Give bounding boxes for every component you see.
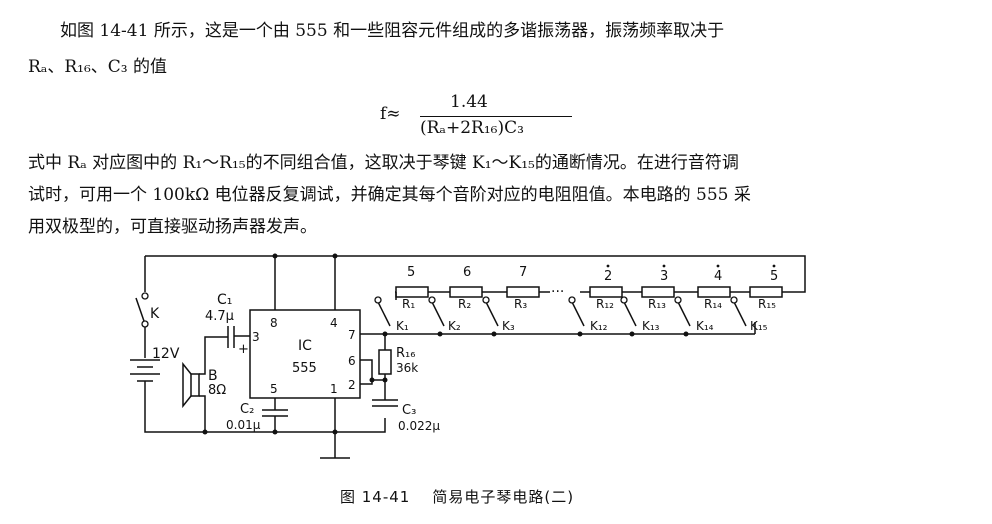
formula-numerator: 1.44: [450, 92, 488, 112]
resistor-labels: R₁ R₂ R₃ R₁₂ R₁₃ R₁₄ R₁₅: [402, 297, 776, 311]
formula-lhs: f≈: [380, 104, 401, 124]
resistor-chain: [395, 286, 783, 298]
pin-4: 4: [330, 316, 338, 330]
note-taps: [395, 292, 397, 300]
resistor-label: R₁₃: [648, 297, 666, 311]
high-note-dot: [716, 264, 720, 268]
resistor-label: R₁₄: [704, 297, 722, 311]
resistor-label: R₁₅: [758, 297, 776, 311]
note-label: 5: [770, 269, 778, 284]
note-label: 2: [604, 269, 612, 284]
paragraph-intro-line2: Rₐ、R₁₆、C₃ 的值: [28, 57, 168, 77]
figure-caption: 图 14-41 简易电子琴电路(二): [340, 486, 596, 507]
label-c1-plus: +: [238, 342, 249, 357]
label-ellipsis: ···: [551, 284, 564, 300]
switch-k: [135, 297, 146, 325]
high-note-dot: [662, 264, 666, 268]
pin-2: 2: [348, 378, 356, 392]
pin-5: 5: [270, 382, 278, 396]
label-c1: C₁: [217, 292, 232, 308]
junction-dots: [202, 253, 689, 435]
note-label: 4: [714, 269, 722, 284]
formula-denominator: (Rₐ+2R₁₆)C₃: [420, 118, 524, 138]
label-speaker-value: 8Ω: [208, 383, 226, 398]
label-speaker: B: [208, 368, 218, 384]
label-switch-k: K: [150, 306, 160, 322]
label-c3: C₃: [402, 403, 416, 418]
pin-6: 6: [348, 354, 356, 368]
high-note-dot: [606, 264, 610, 268]
terminal-circles: [141, 292, 738, 328]
key-label: K₃: [502, 319, 515, 333]
label-r16: R₁₆: [396, 346, 415, 361]
resistor-r16: [378, 349, 392, 375]
label-r16-value: 36k: [396, 361, 418, 375]
key-label: K₁₂: [590, 319, 608, 333]
key-label: K₁: [396, 319, 409, 333]
key-label: K₁₄: [696, 319, 714, 333]
key-label: K₂: [448, 319, 461, 333]
key-labels: K₁ K₂ K₃ K₁₂ K₁₃ K₁₄ K₁₅: [396, 319, 768, 333]
key-label: K₁₅: [750, 319, 768, 333]
note-labels: 5 6 7 2 3 4 5: [407, 264, 778, 284]
paragraph-body-line1: 式中 Rₐ 对应图中的 R₁～R₁₅的不同组合值，这取决于琴键 K₁～K₁₅的通…: [28, 153, 739, 173]
caption-title: 简易电子琴电路(二): [432, 488, 575, 506]
label-c1-value: 4.7μ: [205, 309, 234, 324]
caption-number: 图 14-41: [340, 488, 411, 506]
note-label: 6: [463, 265, 471, 280]
pin-1: 1: [330, 382, 338, 396]
resistor-label: R₁₂: [596, 297, 614, 311]
circuit-wires: [130, 255, 806, 459]
note-label: 5: [407, 265, 415, 280]
label-battery: 12V: [152, 346, 180, 362]
paragraph-body-line2: 试时，可用一个 100kΩ 电位器反复调试，并确定其每个音阶对应的电阻阻值。本电…: [28, 185, 751, 205]
resistor-label: R₁: [402, 297, 415, 311]
label-ic-name: IC: [298, 338, 312, 354]
note-label: 7: [519, 265, 527, 280]
resistor-label: R₃: [514, 297, 527, 311]
label-c2: C₂: [240, 402, 254, 417]
pin-7: 7: [348, 328, 356, 342]
paragraph-intro-line1: 如图 14-41 所示，这是一个由 555 和一些阻容元件组成的多谐振荡器，振荡…: [60, 21, 725, 41]
resistor-label: R₂: [458, 297, 471, 311]
paragraph-body-line3: 用双极型的，可直接驱动扬声器发声。: [28, 217, 317, 237]
key-switches: [377, 301, 756, 334]
label-c3-value: 0.022μ: [398, 419, 440, 433]
key-label: K₁₃: [642, 319, 660, 333]
label-c2-value: 0.01μ: [226, 418, 261, 432]
pin-8: 8: [270, 316, 278, 330]
note-label: 3: [660, 269, 668, 284]
label-ic-type: 555: [292, 361, 317, 376]
high-note-dot: [772, 264, 776, 268]
fraction-bar: [420, 116, 572, 117]
pin-3: 3: [252, 330, 260, 344]
